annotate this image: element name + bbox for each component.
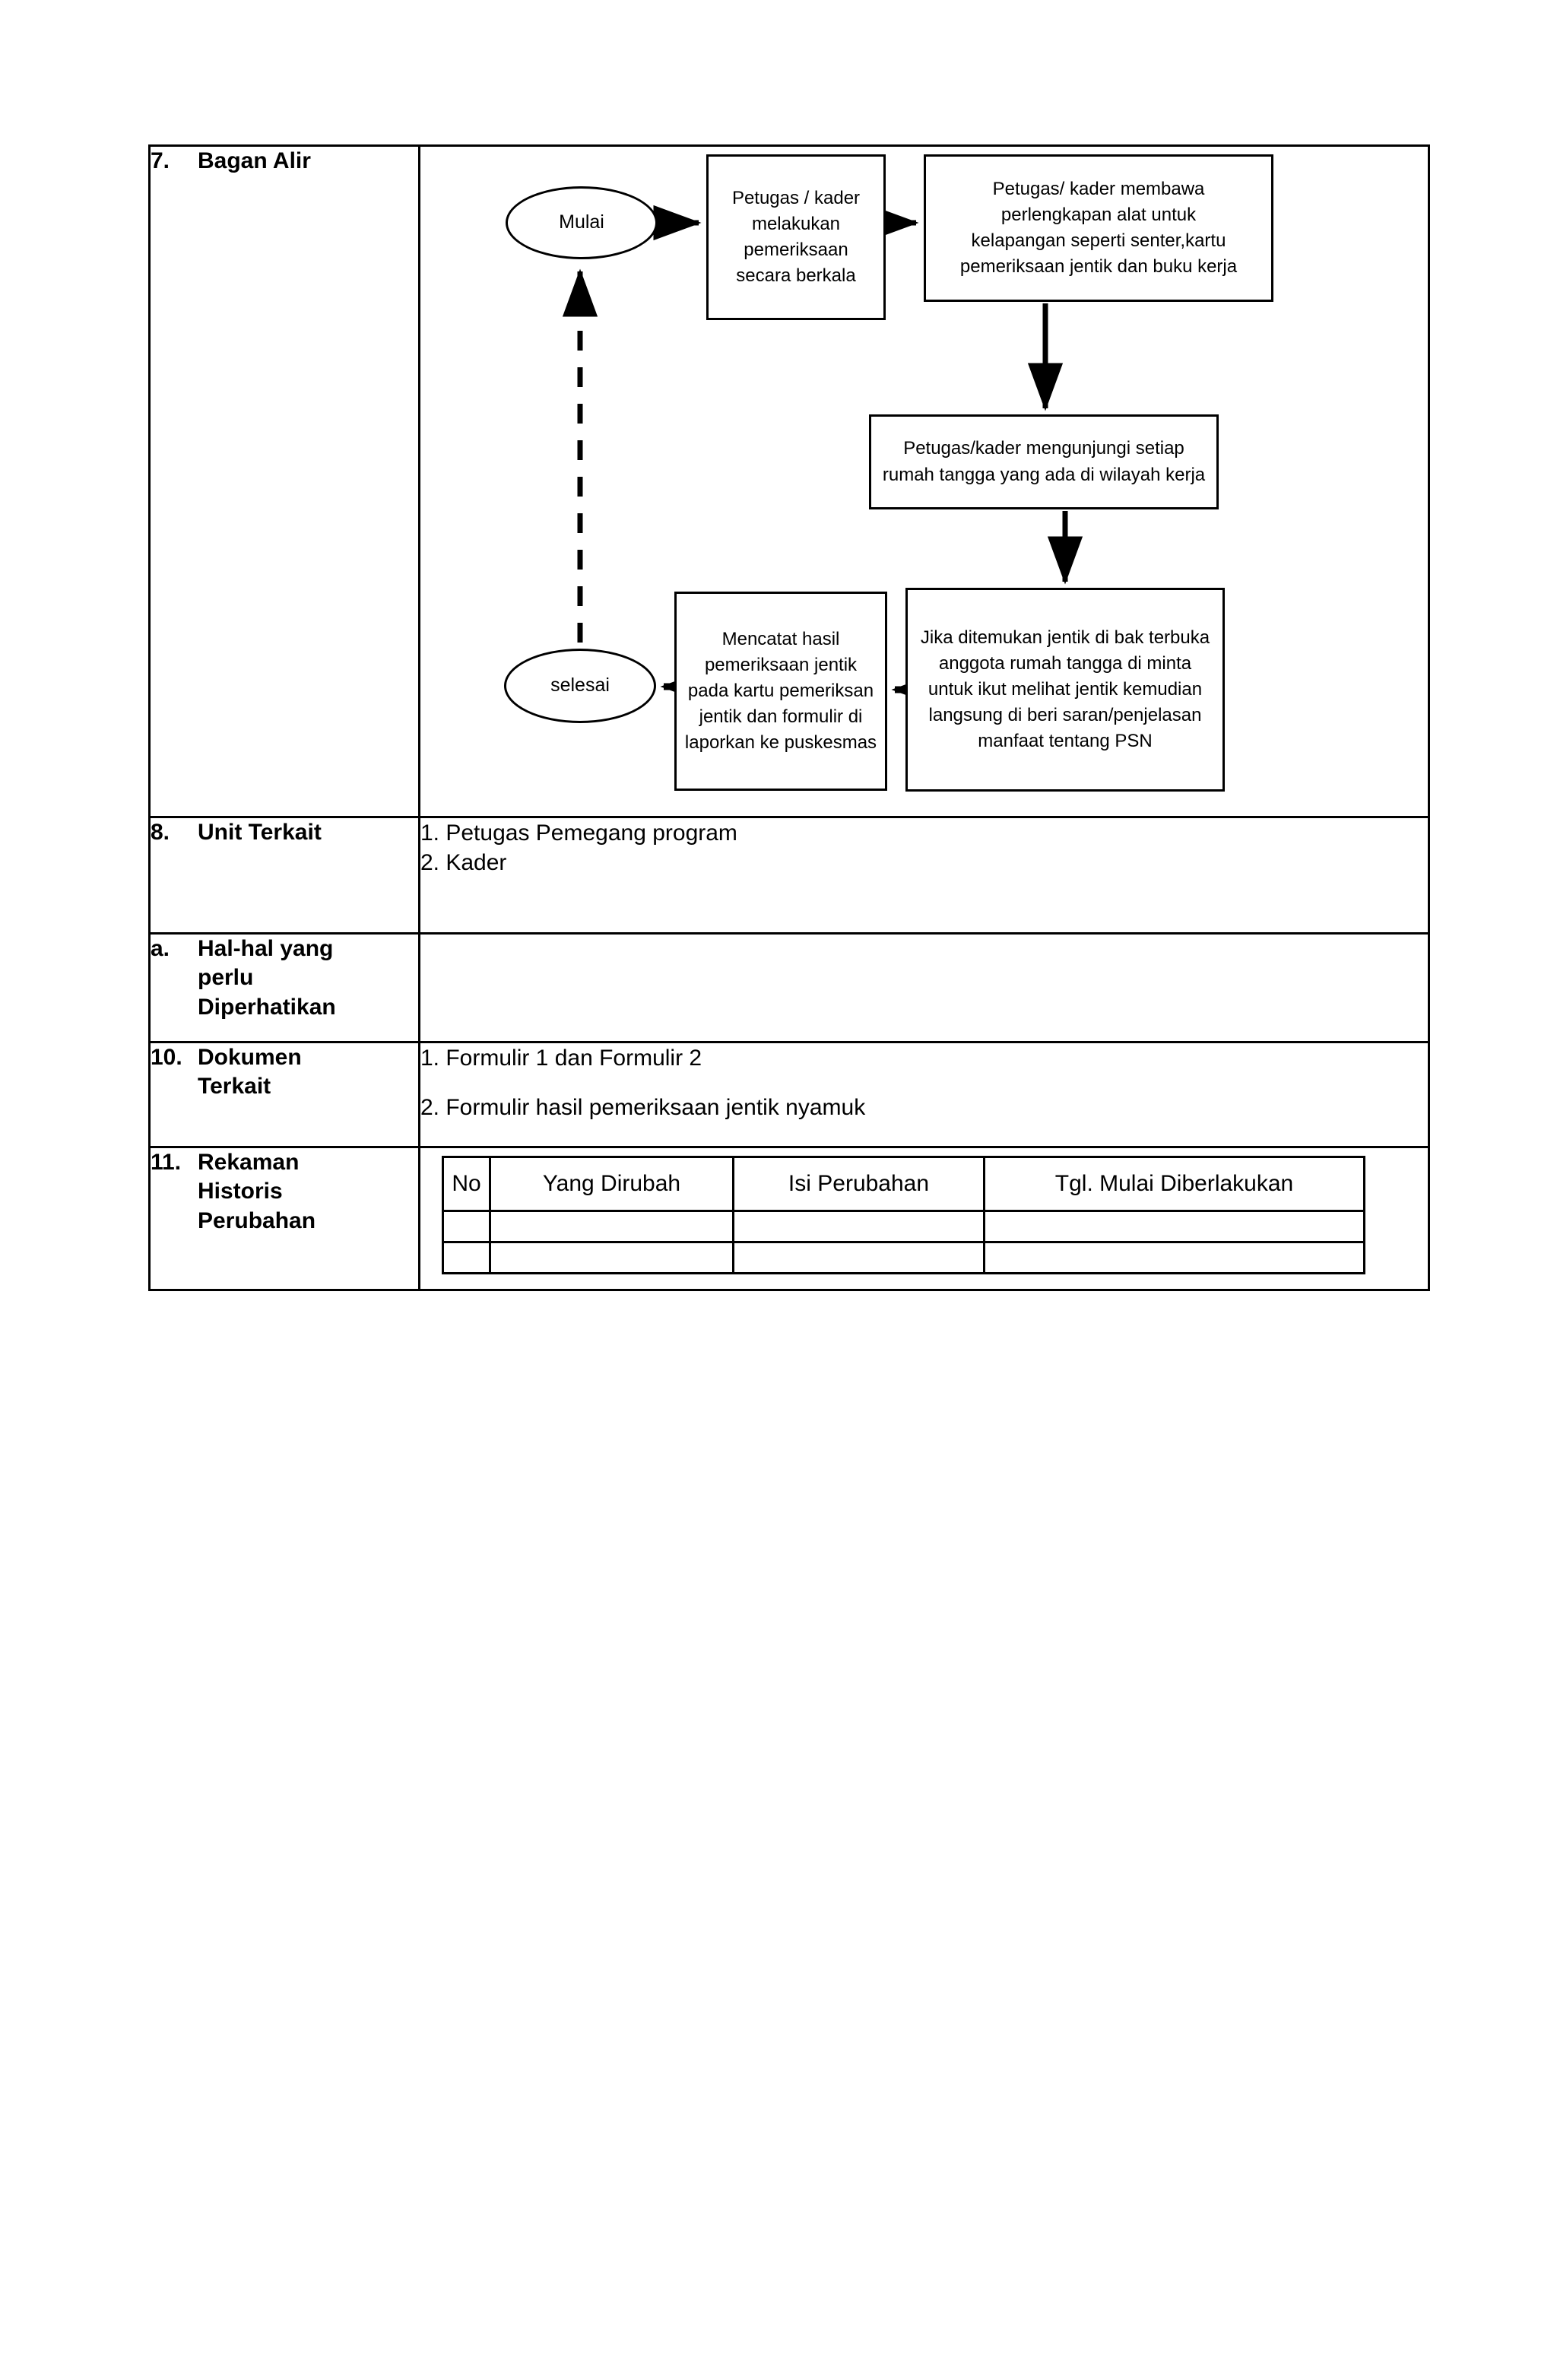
- sop-procedure-table: 7. Bagan Alir: [148, 144, 1430, 1291]
- flow-line: pemeriksaan: [744, 240, 848, 260]
- flow-line: Petugas/kader mengunjungi setiap: [903, 438, 1184, 459]
- table-row-dokumen-terkait: 10. Dokumen Terkait 1. Formulir 1 dan Fo…: [148, 1041, 1430, 1148]
- flowchart-cell: Mulai Petugas / kader melakukan pemeriks…: [418, 144, 1430, 818]
- history-table-row: [442, 1210, 1365, 1243]
- row-label-text-unit-terkait: Unit Terkait: [198, 820, 322, 845]
- label-line: Historis: [198, 1179, 283, 1204]
- label-line: Perubahan: [198, 1207, 316, 1233]
- row-number-8: 8.: [151, 820, 170, 845]
- flow-line: Petugas / kader: [731, 187, 861, 208]
- history-cell-tgl-mulai[interactable]: [983, 1210, 1365, 1243]
- flow-line: manfaat tentang PSN: [978, 731, 1153, 752]
- flow-line: kelapangan seperti senter,kartu: [971, 230, 1226, 251]
- history-cell-isi-perubahan[interactable]: [732, 1210, 985, 1243]
- history-cell-isi-perubahan[interactable]: [732, 1241, 985, 1274]
- row-number-10: 10.: [151, 1045, 182, 1070]
- flow-line: jentik dan formulir di: [699, 706, 863, 728]
- rekaman-historis-content: No Yang Dirubah Isi Perubahan Tgl. Mulai…: [418, 1146, 1430, 1291]
- history-cell-no[interactable]: [442, 1241, 491, 1274]
- history-cell-tgl-mulai[interactable]: [983, 1241, 1365, 1274]
- history-table-row: [442, 1241, 1365, 1274]
- list-item: 1. Petugas Pemegang program: [420, 820, 737, 846]
- flowchart-canvas: Mulai Petugas / kader melakukan pemeriks…: [420, 147, 1428, 816]
- table-row-bagan-alir: 7. Bagan Alir: [148, 144, 1430, 818]
- label-line: Rekaman: [198, 1150, 300, 1175]
- history-header-isi-perubahan: Isi Perubahan: [732, 1156, 985, 1212]
- history-table-wrapper: No Yang Dirubah Isi Perubahan Tgl. Mulai…: [420, 1148, 1428, 1274]
- unit-terkait-list: 1. Petugas Pemegang program 2. Kader: [420, 818, 1428, 877]
- history-header-no: No: [442, 1156, 491, 1212]
- flow-node-selesai: selesai: [504, 649, 656, 723]
- flow-node-mencatat-hasil: Mencatat hasil pemeriksaan jentik pada k…: [674, 592, 887, 791]
- flowchart-connectors: [562, 205, 1083, 712]
- flow-line: Mencatat hasil: [721, 628, 840, 649]
- label-line: Hal-hal yang: [198, 936, 334, 961]
- history-header-row: No Yang Dirubah Isi Perubahan Tgl. Mulai…: [442, 1156, 1365, 1212]
- flow-node-mengunjungi-rumah-tangga: Petugas/kader mengunjungi setiap rumah t…: [869, 414, 1219, 509]
- list-item: 1. Formulir 1 dan Formulir 2: [420, 1046, 702, 1071]
- flow-line: pemeriksaan jentik dan buku kerja: [959, 256, 1238, 278]
- flow-node-mulai: Mulai: [506, 186, 658, 259]
- flow-line: anggota rumah tangga di minta: [938, 652, 1192, 674]
- row-label-text-rekaman: Rekaman Historis Perubahan: [198, 1148, 418, 1236]
- flow-line: laporkan ke puskesmas: [684, 732, 877, 754]
- flow-line: pada kartu pemeriksan: [687, 680, 874, 701]
- table-row-unit-terkait: 8. Unit Terkait 1. Petugas Pemegang prog…: [148, 816, 1430, 935]
- flow-node-selesai-label: selesai: [550, 674, 610, 697]
- table-row-rekaman-historis: 11. Rekaman Historis Perubahan: [148, 1146, 1430, 1291]
- label-line: Diperhatikan: [198, 994, 336, 1020]
- flow-line: Jika ditemukan jentik di bak terbuka: [920, 627, 1210, 648]
- row-label-dokumen-terkait: 10. Dokumen Terkait: [148, 1041, 420, 1148]
- label-line: Terkait: [198, 1074, 271, 1100]
- dokumen-terkait-content: 1. Formulir 1 dan Formulir 2 2. Formulir…: [418, 1041, 1430, 1148]
- flow-line: melakukan: [751, 213, 841, 234]
- flow-node-membawa-perlengkapan: Petugas/ kader membawa perlengkapan alat…: [924, 154, 1273, 302]
- row-number-a: a.: [151, 936, 170, 961]
- dokumen-terkait-list: 1. Formulir 1 dan Formulir 2 2. Formulir…: [420, 1043, 1428, 1122]
- row-label-text-bagan-alir: Bagan Alir: [198, 148, 311, 173]
- flow-line: rumah tangga yang ada di wilayah kerja: [882, 464, 1206, 485]
- hal-hal-content-empty: [418, 932, 1430, 1043]
- history-cell-yang-dirubah[interactable]: [489, 1241, 734, 1274]
- flow-line: Petugas/ kader membawa: [992, 178, 1205, 199]
- unit-terkait-content: 1. Petugas Pemegang program 2. Kader: [418, 816, 1430, 935]
- row-label-rekaman-historis: 11. Rekaman Historis Perubahan: [148, 1146, 420, 1291]
- flow-line: perlengkapan alat untuk: [1000, 204, 1197, 225]
- row-number-11: 11.: [151, 1150, 182, 1175]
- row-label-bagan-alir: 7. Bagan Alir: [148, 144, 420, 818]
- row-label-text-dokumen-terkait: Dokumen Terkait: [198, 1043, 418, 1102]
- history-cell-no[interactable]: [442, 1210, 491, 1243]
- flow-node-mulai-label: Mulai: [559, 211, 604, 233]
- list-item: 2. Kader: [420, 850, 507, 875]
- history-cell-yang-dirubah[interactable]: [489, 1210, 734, 1243]
- row-number-7: 7.: [151, 148, 170, 173]
- flow-line: langsung di beri saran/penjelasan: [928, 705, 1202, 726]
- list-item: 2. Formulir hasil pemeriksaan jentik nya…: [420, 1095, 866, 1120]
- row-label-hal-hal: a. Hal-hal yang perlu Diperhatikan: [148, 932, 420, 1043]
- row-label-unit-terkait: 8. Unit Terkait: [148, 816, 420, 935]
- history-header-tgl-mulai: Tgl. Mulai Diberlakukan: [983, 1156, 1365, 1212]
- flow-line: untuk ikut melihat jentik kemudian: [928, 678, 1203, 700]
- label-line: Dokumen: [198, 1045, 302, 1070]
- row-label-text-hal-hal: Hal-hal yang perlu Diperhatikan: [198, 935, 418, 1022]
- label-line: perlu: [198, 965, 254, 991]
- flow-line: pemeriksaan jentik: [704, 654, 858, 675]
- history-table: No Yang Dirubah Isi Perubahan Tgl. Mulai…: [442, 1156, 1365, 1274]
- table-row-hal-hal-perlu-diperhatikan: a. Hal-hal yang perlu Diperhatikan: [148, 932, 1430, 1043]
- flow-line: secara berkala: [736, 265, 856, 287]
- flow-node-jika-ditemukan-jentik: Jika ditemukan jentik di bak terbuka ang…: [905, 588, 1225, 792]
- flow-node-pemeriksaan-berkala: Petugas / kader melakukan pemeriksaan se…: [706, 154, 886, 320]
- history-header-yang-dirubah: Yang Dirubah: [489, 1156, 734, 1212]
